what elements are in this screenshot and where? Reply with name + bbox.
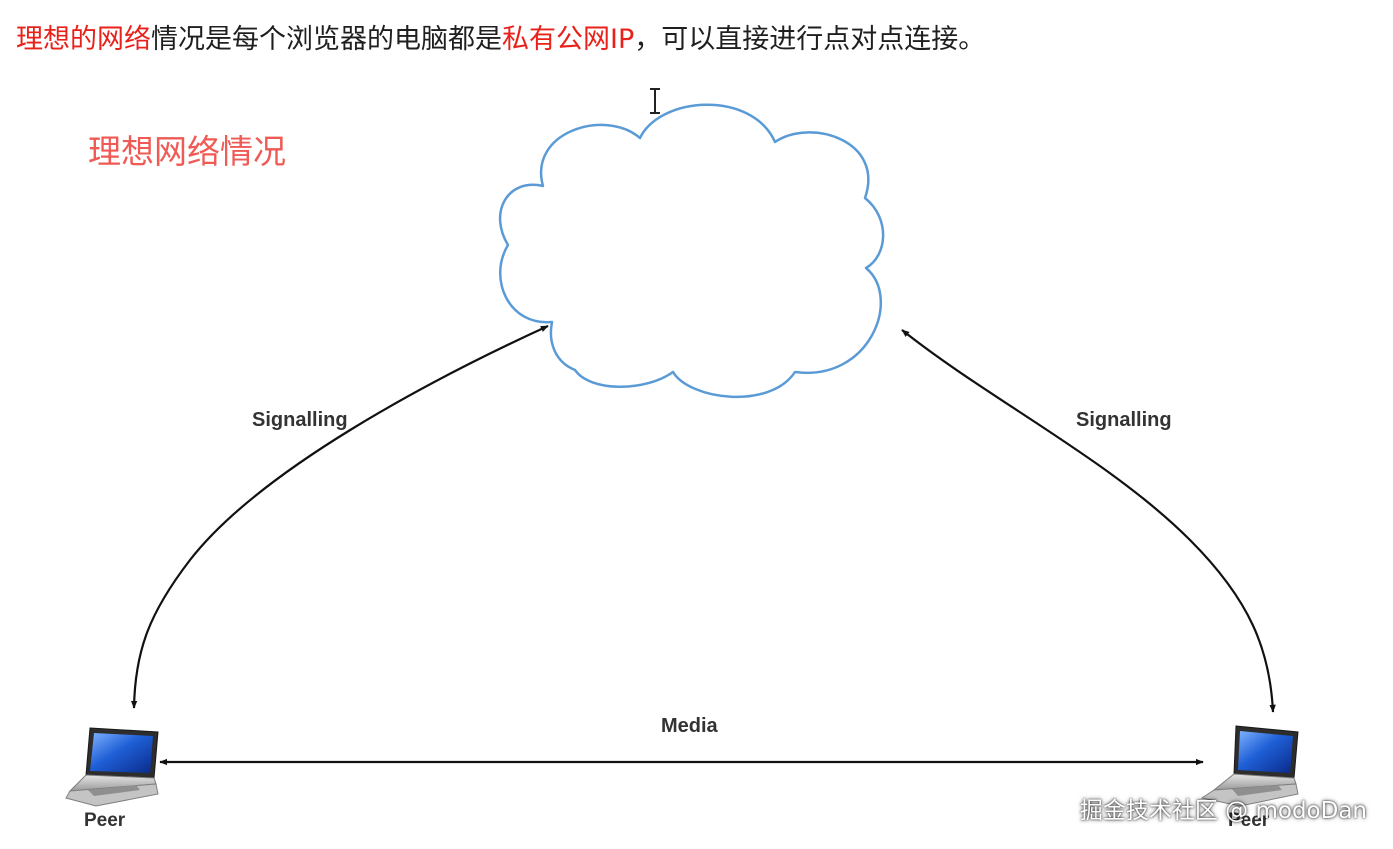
diagram-title: 理想网络情况 <box>88 132 286 171</box>
laptop-icon <box>65 727 159 807</box>
header-segment: 情况是每个浏览器的电脑都是 <box>151 24 502 55</box>
media-label: Media <box>661 715 719 737</box>
signalling-arrow-right <box>901 329 1276 713</box>
peer-label-left: Peer <box>84 810 126 831</box>
cloud-icon <box>498 103 885 399</box>
header-segment: 私有公网IP <box>502 24 635 55</box>
header-text: 理想的网络情况是每个浏览器的电脑都是私有公网IP，可以直接进行点对点连接。 <box>16 20 985 60</box>
header-segment: ，可以直接进行点对点连接。 <box>634 24 986 55</box>
watermark: 掘金技术社区 @ modoDan <box>1079 798 1367 824</box>
signalling-arrow-left <box>130 324 549 709</box>
header-segment: 理想的网络 <box>16 24 151 55</box>
signalling-label-right: Signalling <box>1076 409 1172 431</box>
laptop-icon <box>1200 725 1299 807</box>
text-cursor-icon <box>650 88 660 114</box>
signalling-label-left: Signalling <box>252 409 348 431</box>
peer-label-right: Peer <box>1228 810 1270 831</box>
